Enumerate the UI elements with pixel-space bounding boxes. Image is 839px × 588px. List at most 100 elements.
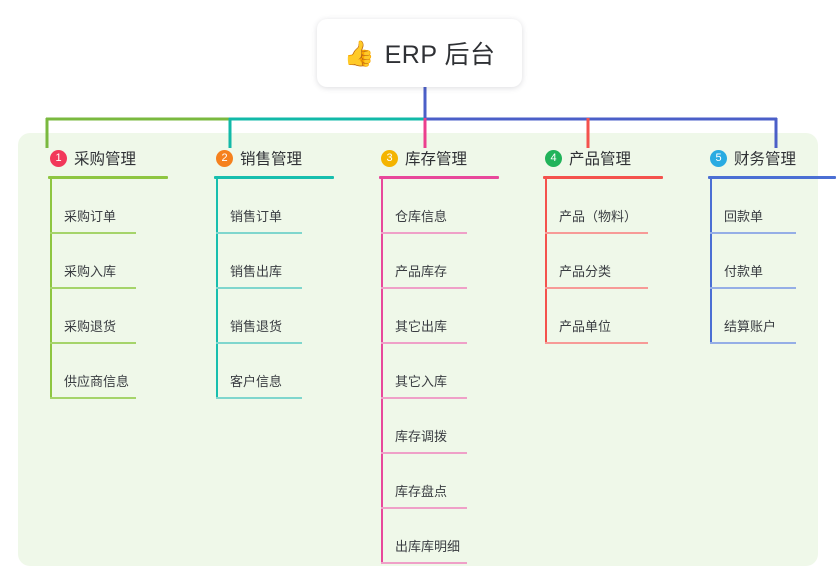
branch-header-rule xyxy=(543,176,663,179)
branch-item-list: 仓库信息产品库存其它出库其它入库库存调拨库存盘点出库库明细 xyxy=(361,179,523,564)
branch-column: 3 库存管理仓库信息产品库存其它出库其它入库库存调拨库存盘点出库库明细 xyxy=(361,146,523,564)
branch-item-label: 采购退货 xyxy=(64,319,117,334)
branch-item-label: 销售退货 xyxy=(230,319,283,334)
branch-item-label: 仓库信息 xyxy=(395,209,448,224)
branch-item-label: 采购订单 xyxy=(64,209,117,224)
branch-item-label: 库存调拨 xyxy=(395,429,448,444)
branch-item-label: 采购入库 xyxy=(64,264,117,279)
branch-number-badge: 4 xyxy=(545,149,562,167)
branch-item-label: 产品库存 xyxy=(395,264,448,279)
branch-item[interactable]: 产品库存 xyxy=(381,234,523,289)
branch-item-rule xyxy=(381,562,467,564)
branch-item-label: 产品分类 xyxy=(559,264,612,279)
branch-title: 财务管理 xyxy=(734,151,797,168)
branch-spine xyxy=(216,179,218,399)
branch-header-rule xyxy=(379,176,499,179)
branch-header[interactable]: 4 产品管理 xyxy=(525,146,687,170)
branch-number-badge: 3 xyxy=(381,149,398,167)
branch-item-label: 销售订单 xyxy=(230,209,283,224)
branch-item[interactable]: 客户信息 xyxy=(216,344,358,399)
branch-item-rule xyxy=(710,342,796,344)
branch-item[interactable]: 产品单位 xyxy=(545,289,687,344)
branch-item[interactable]: 回款单 xyxy=(710,179,839,234)
branch-item-list: 采购订单采购入库采购退货供应商信息 xyxy=(30,179,192,399)
branch-title: 销售管理 xyxy=(240,151,303,168)
branch-number-badge: 1 xyxy=(50,149,67,167)
branch-column: 5 财务管理回款单付款单结算账户 xyxy=(690,146,839,344)
branch-item-label: 产品（物料） xyxy=(559,209,638,224)
branch-item[interactable]: 库存调拨 xyxy=(381,399,523,454)
branch-item-list: 产品（物料） 产品分类产品单位 xyxy=(525,179,687,344)
branch-item-rule xyxy=(545,287,648,289)
branch-spine xyxy=(710,179,712,344)
thumbs-up-icon: 👍 xyxy=(343,38,375,68)
branch-item-label: 销售出库 xyxy=(230,264,283,279)
branch-column: 2 销售管理销售订单销售出库销售退货客户信息 xyxy=(196,146,358,399)
branch-item-rule xyxy=(50,232,136,234)
branch-item-label: 其它入库 xyxy=(395,374,448,389)
branch-item-rule xyxy=(216,397,302,399)
branch-item[interactable]: 库存盘点 xyxy=(381,454,523,509)
branch-item[interactable]: 付款单 xyxy=(710,234,839,289)
branch-item-rule xyxy=(710,232,796,234)
branch-item-label: 出库库明细 xyxy=(395,539,461,554)
branch-item[interactable]: 销售订单 xyxy=(216,179,358,234)
branch-item-rule xyxy=(545,232,648,234)
branch-item-list: 回款单付款单结算账户 xyxy=(690,179,839,344)
branch-item-label: 库存盘点 xyxy=(395,484,448,499)
branch-item-list: 销售订单销售出库销售退货客户信息 xyxy=(196,179,358,399)
branch-header[interactable]: 5 财务管理 xyxy=(690,146,839,170)
branch-header-rule xyxy=(48,176,168,179)
branch-item-label: 客户信息 xyxy=(230,374,283,389)
branch-item-rule xyxy=(216,232,302,234)
branch-item[interactable]: 产品（物料） xyxy=(545,179,687,234)
branch-item[interactable]: 其它出库 xyxy=(381,289,523,344)
branch-number-badge: 5 xyxy=(710,149,727,167)
branch-item[interactable]: 销售退货 xyxy=(216,289,358,344)
branch-item[interactable]: 采购订单 xyxy=(50,179,192,234)
root-node-title: ERP 后台 xyxy=(384,41,496,69)
branch-item-rule xyxy=(381,232,467,234)
branch-header[interactable]: 3 库存管理 xyxy=(361,146,523,170)
branch-header-rule xyxy=(708,176,836,179)
branch-item-rule xyxy=(50,397,136,399)
branch-spine xyxy=(545,179,547,344)
branch-column: 4 产品管理产品（物料） 产品分类产品单位 xyxy=(525,146,687,344)
root-node[interactable]: 👍 ERP 后台 xyxy=(317,19,522,87)
branch-spine xyxy=(381,179,383,564)
branch-item[interactable]: 采购退货 xyxy=(50,289,192,344)
branch-title: 库存管理 xyxy=(405,151,468,168)
branch-item[interactable]: 销售出库 xyxy=(216,234,358,289)
branch-number-badge: 2 xyxy=(216,149,233,167)
branch-header[interactable]: 2 销售管理 xyxy=(196,146,358,170)
branch-item-label: 回款单 xyxy=(724,209,764,224)
branch-item[interactable]: 供应商信息 xyxy=(50,344,192,399)
branch-item[interactable]: 结算账户 xyxy=(710,289,839,344)
branch-item[interactable]: 采购入库 xyxy=(50,234,192,289)
branch-item[interactable]: 其它入库 xyxy=(381,344,523,399)
branch-item[interactable]: 仓库信息 xyxy=(381,179,523,234)
branch-item-rule xyxy=(381,452,467,454)
branch-item-rule xyxy=(381,342,467,344)
branch-item-rule xyxy=(381,507,467,509)
branch-item-label: 其它出库 xyxy=(395,319,448,334)
diagram-background-panel xyxy=(18,133,818,566)
branch-item-label: 供应商信息 xyxy=(64,374,130,389)
branch-item-rule xyxy=(50,287,136,289)
branch-item-rule xyxy=(50,342,136,344)
branch-item-label: 付款单 xyxy=(724,264,764,279)
branch-item-label: 产品单位 xyxy=(559,319,612,334)
branch-item-rule xyxy=(710,287,796,289)
branch-item-rule xyxy=(216,287,302,289)
branch-item-label: 结算账户 xyxy=(724,319,777,334)
branch-item-rule xyxy=(216,342,302,344)
branch-item[interactable]: 产品分类 xyxy=(545,234,687,289)
branch-item-rule xyxy=(381,397,467,399)
branch-title: 产品管理 xyxy=(569,151,632,168)
branch-item[interactable]: 出库库明细 xyxy=(381,509,523,564)
branch-header-rule xyxy=(214,176,334,179)
branch-spine xyxy=(50,179,52,399)
